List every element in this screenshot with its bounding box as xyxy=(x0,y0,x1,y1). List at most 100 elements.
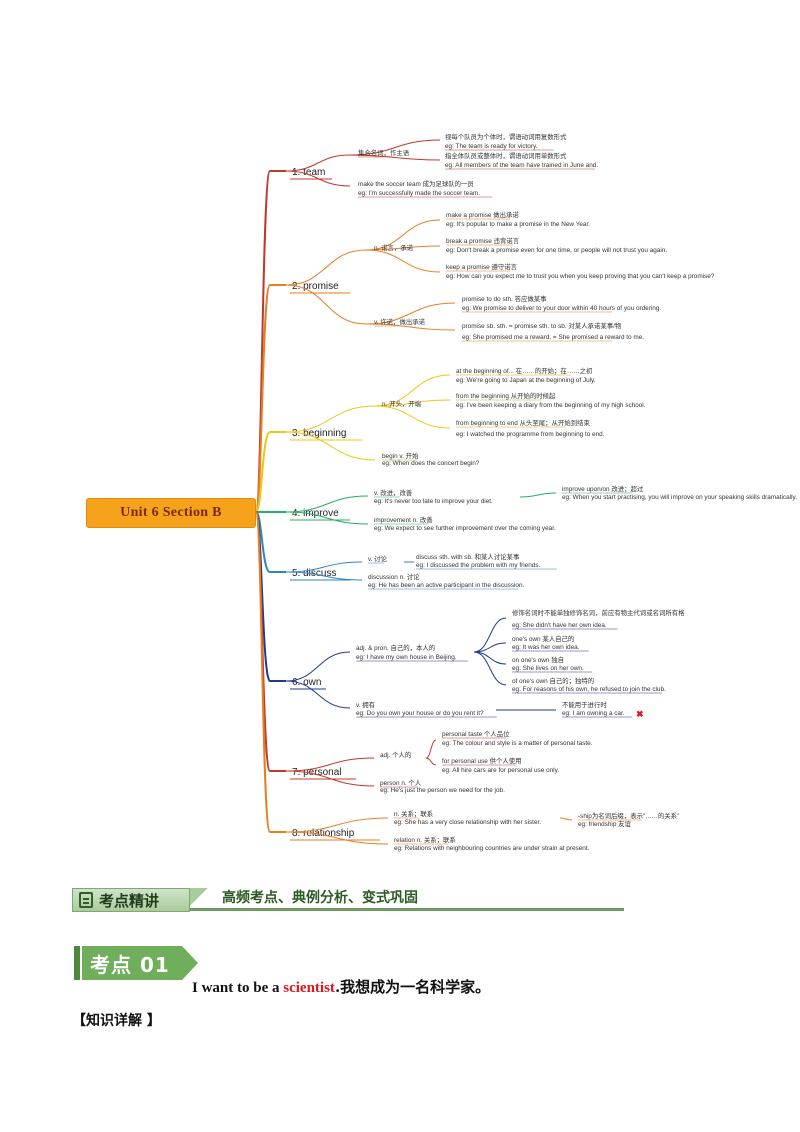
mindmap-note: 修饰名词时不能单独修饰名词，前应有物主代词或名词所有格 xyxy=(512,608,685,617)
mindmap-note: make the soccer team 成为足球队的一员 xyxy=(358,179,474,188)
mindmap-note: promise to do sth. 答应做某事 xyxy=(462,294,547,303)
sub-connector xyxy=(349,154,441,161)
sub-connector xyxy=(473,651,507,686)
mindmap-note: v. 改进，改善 xyxy=(374,488,413,497)
mindmap-note: personal taste 个人品位 xyxy=(442,729,510,738)
mindmap-note: eg: She didn't have her own idea. xyxy=(512,622,607,629)
sub-connector xyxy=(559,817,573,821)
mindmap-note: of one's own 自己的；独特的 xyxy=(512,676,594,685)
sub-connector xyxy=(365,323,456,331)
sub-connector xyxy=(473,617,507,653)
mindmap-note: eg: When does the concert begin? xyxy=(382,460,480,467)
mindmap-note: keep a promise 遵守诺言 xyxy=(446,262,518,271)
mindmap-note: relation n. 关系；联系 xyxy=(394,835,456,844)
mindmap-note: eg: I am owning a car. xyxy=(562,710,625,717)
mindmap-note: discuss sth. with sb. 和某人讨论某事 xyxy=(416,552,520,561)
mindmap-note: eg: Relations with neighbouring countrie… xyxy=(394,845,590,852)
mindmap-note: eg: It's never too late to improve your … xyxy=(374,498,493,505)
sub-connector xyxy=(374,374,451,407)
mindmap-note: on one's own 独自 xyxy=(512,655,564,664)
mindmap-note: eg: I discussed the problem with my frie… xyxy=(416,562,541,569)
mindmap-note: n. 关系；联系 xyxy=(394,809,433,818)
book-icon xyxy=(79,892,93,908)
sub-connector xyxy=(365,245,441,251)
kaodian-arrow xyxy=(182,946,198,980)
sub-connector xyxy=(285,249,367,286)
mindmap-note: eg: friendship 友谊 xyxy=(578,819,632,828)
mindmap-note: person n. 个人 xyxy=(380,779,422,787)
kaodian-tag: 考点 01 xyxy=(74,946,198,980)
branch-connector xyxy=(255,511,286,772)
branch-connector xyxy=(255,431,286,513)
mindmap-note: improve upon/on 改进；超过 xyxy=(562,484,644,493)
banner-underline xyxy=(190,908,624,911)
sub-connector xyxy=(285,831,389,845)
mindmap-note: make a promise 做出承诺 xyxy=(446,210,519,219)
mindmap-note: eg: He's just the person we need for the… xyxy=(380,787,505,794)
mindmap-note: improvement n. 改善 xyxy=(374,515,433,524)
sub-connector xyxy=(285,561,363,573)
sub-connector xyxy=(285,770,375,787)
mindmap-note: begin v. 开始 xyxy=(382,451,419,460)
mindmap-note: v. 许诺，做出承诺 xyxy=(374,317,426,326)
sub-connector xyxy=(285,817,389,833)
sentence-before: I want to be a xyxy=(192,980,284,996)
sub-connector xyxy=(425,757,437,766)
sub-connector xyxy=(285,405,376,433)
mindmap-note: eg: She lives on her own. xyxy=(512,665,584,672)
branch-connector xyxy=(255,284,286,513)
mindmap-note: eg: It's popular to make a promise in th… xyxy=(446,221,590,228)
branch-label: 6. own xyxy=(292,677,321,688)
mindmap-note: eg: She promised me a reward. = She prom… xyxy=(462,334,644,341)
branch-label: 7. personal xyxy=(292,767,341,778)
sub-connector xyxy=(374,405,451,429)
sub-connector xyxy=(519,492,557,498)
banner-tag: 考点精讲 xyxy=(72,888,190,912)
mindmap-note: eg: The colour and style is a matter of … xyxy=(442,740,593,747)
sentence-after: .我想成为一名科学家。 xyxy=(334,978,491,996)
branch-label: 1. team xyxy=(292,167,325,178)
sub-connector xyxy=(365,249,441,273)
sub-connector xyxy=(285,571,363,581)
mindmap-note: eg: I'm successfully made the soccer tea… xyxy=(358,190,480,197)
sub-connector xyxy=(285,170,351,187)
sub-connector xyxy=(285,757,375,772)
mindmap-note: eg: I watched the programme from beginni… xyxy=(456,431,605,438)
kaodian-bar xyxy=(74,946,80,980)
mindmap-note: eg: I've been keeping a diary from the b… xyxy=(456,402,646,409)
detail-heading: 【知识详解 】 xyxy=(72,1013,161,1029)
sub-connector xyxy=(285,431,376,461)
mindmap-note: promise sb. sth. = promise sth. to sb. 对… xyxy=(462,321,622,330)
mindmap-note: eg: How can you expect me to trust you w… xyxy=(446,273,715,280)
mindmap-note: eg: We expect to see further improvement… xyxy=(374,525,556,532)
sub-connector xyxy=(473,651,507,665)
mindmap-note: one's own 某人自己的 xyxy=(512,634,574,643)
cross-mark-icon: ✖ xyxy=(636,709,644,719)
mindmap-note: break a promise 违背诺言 xyxy=(446,236,520,245)
mindmap-note: v. 讨论 xyxy=(368,554,388,563)
mindmap-root-label: Unit 6 Section B xyxy=(120,505,222,520)
mindmap-note: eg: Do you own your house or do you rent… xyxy=(356,710,484,717)
sub-connector xyxy=(285,511,369,525)
mindmap-note: n. 开头，开端 xyxy=(382,399,422,408)
branch-label: 8. relationship xyxy=(292,828,355,839)
banner-tag-label: 考点精讲 xyxy=(99,891,160,910)
sub-connector xyxy=(365,219,441,251)
mindmap-note: from beginning to end 从头至尾；从开始到结束 xyxy=(456,418,591,427)
kaodian-body: 考点 01 xyxy=(82,946,182,980)
mindmap-note: from the beginning 从开始的时候起 xyxy=(456,391,556,400)
sub-connector xyxy=(285,680,351,709)
sub-connector xyxy=(365,302,456,325)
mindmap-note: eg: All members of the team have trained… xyxy=(445,162,598,169)
mindmap-note: 不能用于进行时 xyxy=(562,700,607,709)
mindmap-note: v. 拥有 xyxy=(356,700,375,709)
banner-subtitle: 高频考点、典例分析、变式巩固 xyxy=(222,890,418,906)
mindmap-note: eg: We're going to Japan at the beginnin… xyxy=(456,377,596,384)
sub-connector xyxy=(374,399,451,407)
mindmap-note: adj. & pron. 自己的，本人的 xyxy=(356,643,435,652)
kaodian-label: 考点 01 xyxy=(90,952,170,977)
section-banner: 考点精讲 高频考点、典例分析、变式巩固 xyxy=(72,884,624,916)
mindmap-note: eg: Don't break a promise even for one t… xyxy=(446,247,667,254)
